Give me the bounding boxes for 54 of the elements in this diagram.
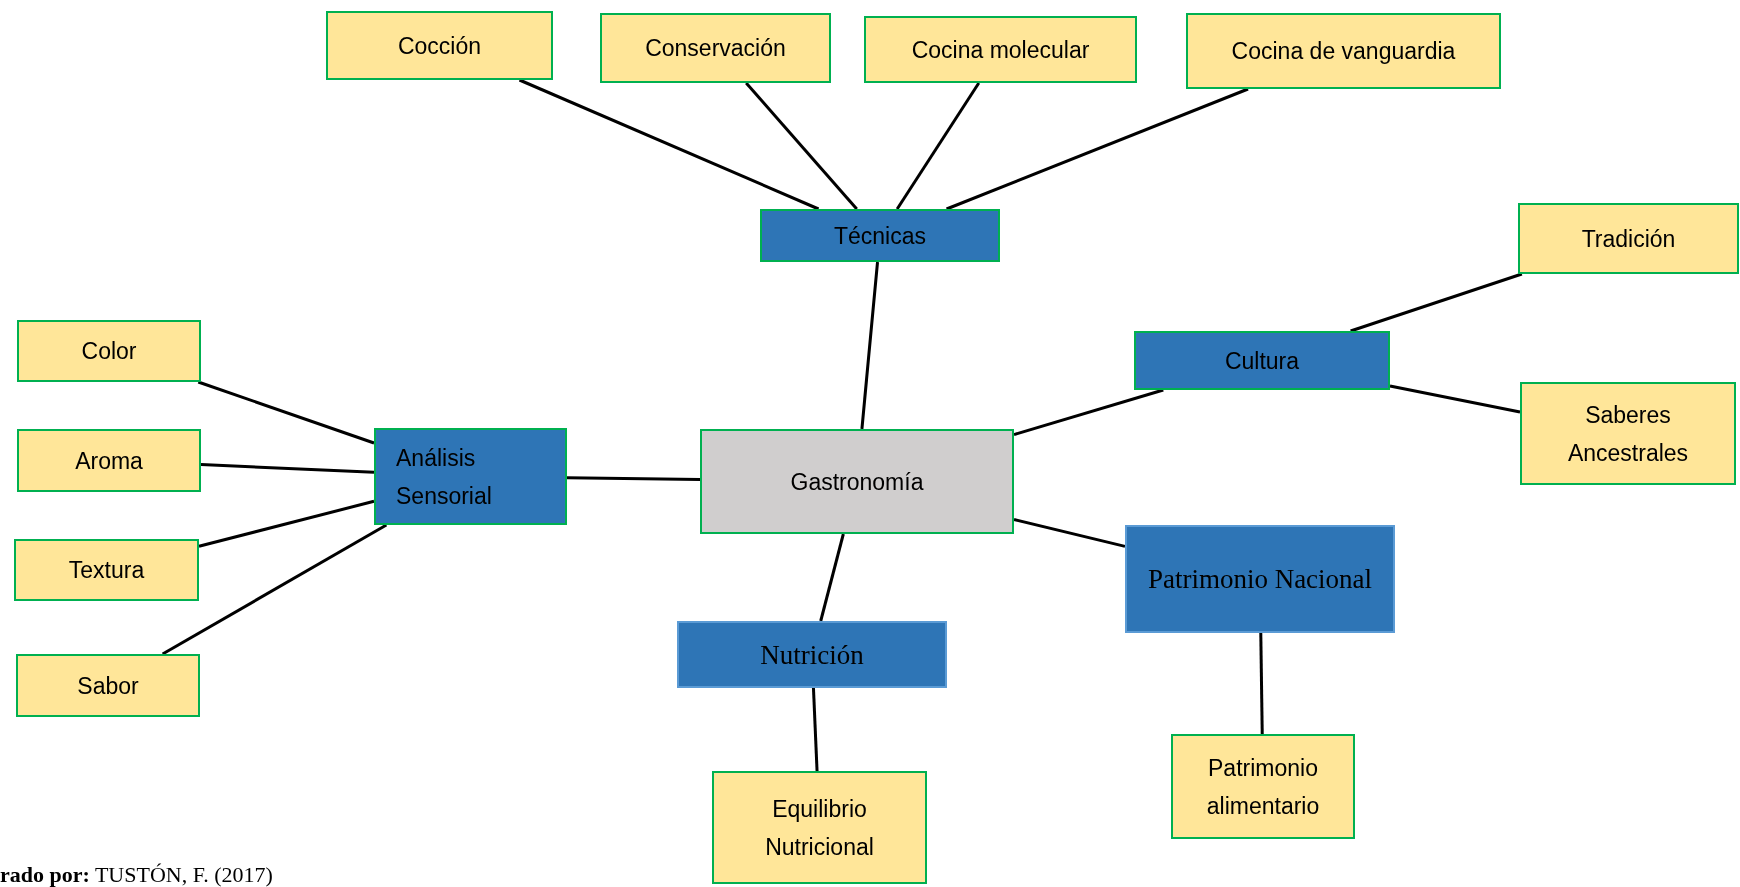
category-box [374,428,567,525]
connector-line [895,82,981,210]
concept-box [712,771,927,884]
node-text: Conservación [645,34,786,63]
connector-line [1013,388,1164,437]
node-text: Tradición [1581,224,1676,254]
category-box [760,209,1000,262]
concept-box [1186,13,1501,89]
connector-line [745,82,858,210]
concept-box [864,16,1137,83]
node-text: Textura [68,556,145,585]
node-text: Equilibrio Nutricional [764,794,875,862]
concept-box [1171,734,1355,839]
connector-line [518,78,820,211]
connector-line [198,499,375,548]
connector-line [819,533,845,622]
node-text: Patrimonio alimentario [1205,753,1321,821]
connector-line [200,463,375,474]
concept-box [17,320,201,382]
connector-line [1259,632,1264,735]
connector-line [1389,384,1521,414]
node-text: Cocina molecular [911,35,1090,65]
connector-line [566,476,701,481]
node-text: Color [81,337,137,366]
source-note: rado por: TUSTÓN, F. (2017) [0,862,273,887]
node-text: Técnicas [833,221,926,251]
connector-line [811,687,819,772]
node-text: Aroma [75,446,143,476]
node-text: Patrimonio Nacional [1147,563,1373,596]
concept-box [17,429,201,492]
connector-line [860,261,879,430]
connector-line [1350,272,1523,333]
connector-line [161,523,388,656]
concept-box [1518,203,1739,274]
node-text: Sabor [77,671,139,701]
concept-box [600,13,831,83]
node-text: Nutrición [760,638,864,672]
central-concept-box [700,429,1014,534]
concept-box [14,539,199,601]
node-text: Saberes Ancestrales [1566,400,1690,468]
connector-line [1013,518,1126,548]
node-text: Cocción [397,31,482,61]
node-text: Análisis Sensorial [396,443,493,511]
connector-line [197,380,375,445]
node-text: Cocina de vanguardia [1231,37,1456,66]
category-box [1125,525,1395,633]
node-text: Gastronomía [790,467,924,497]
concept-box [16,654,200,717]
node-text: Cultura [1224,346,1300,376]
concept-box [326,11,553,80]
concept-box [1520,382,1736,485]
category-box [677,621,947,688]
category-box [1134,331,1390,390]
connector-line [946,87,1249,211]
